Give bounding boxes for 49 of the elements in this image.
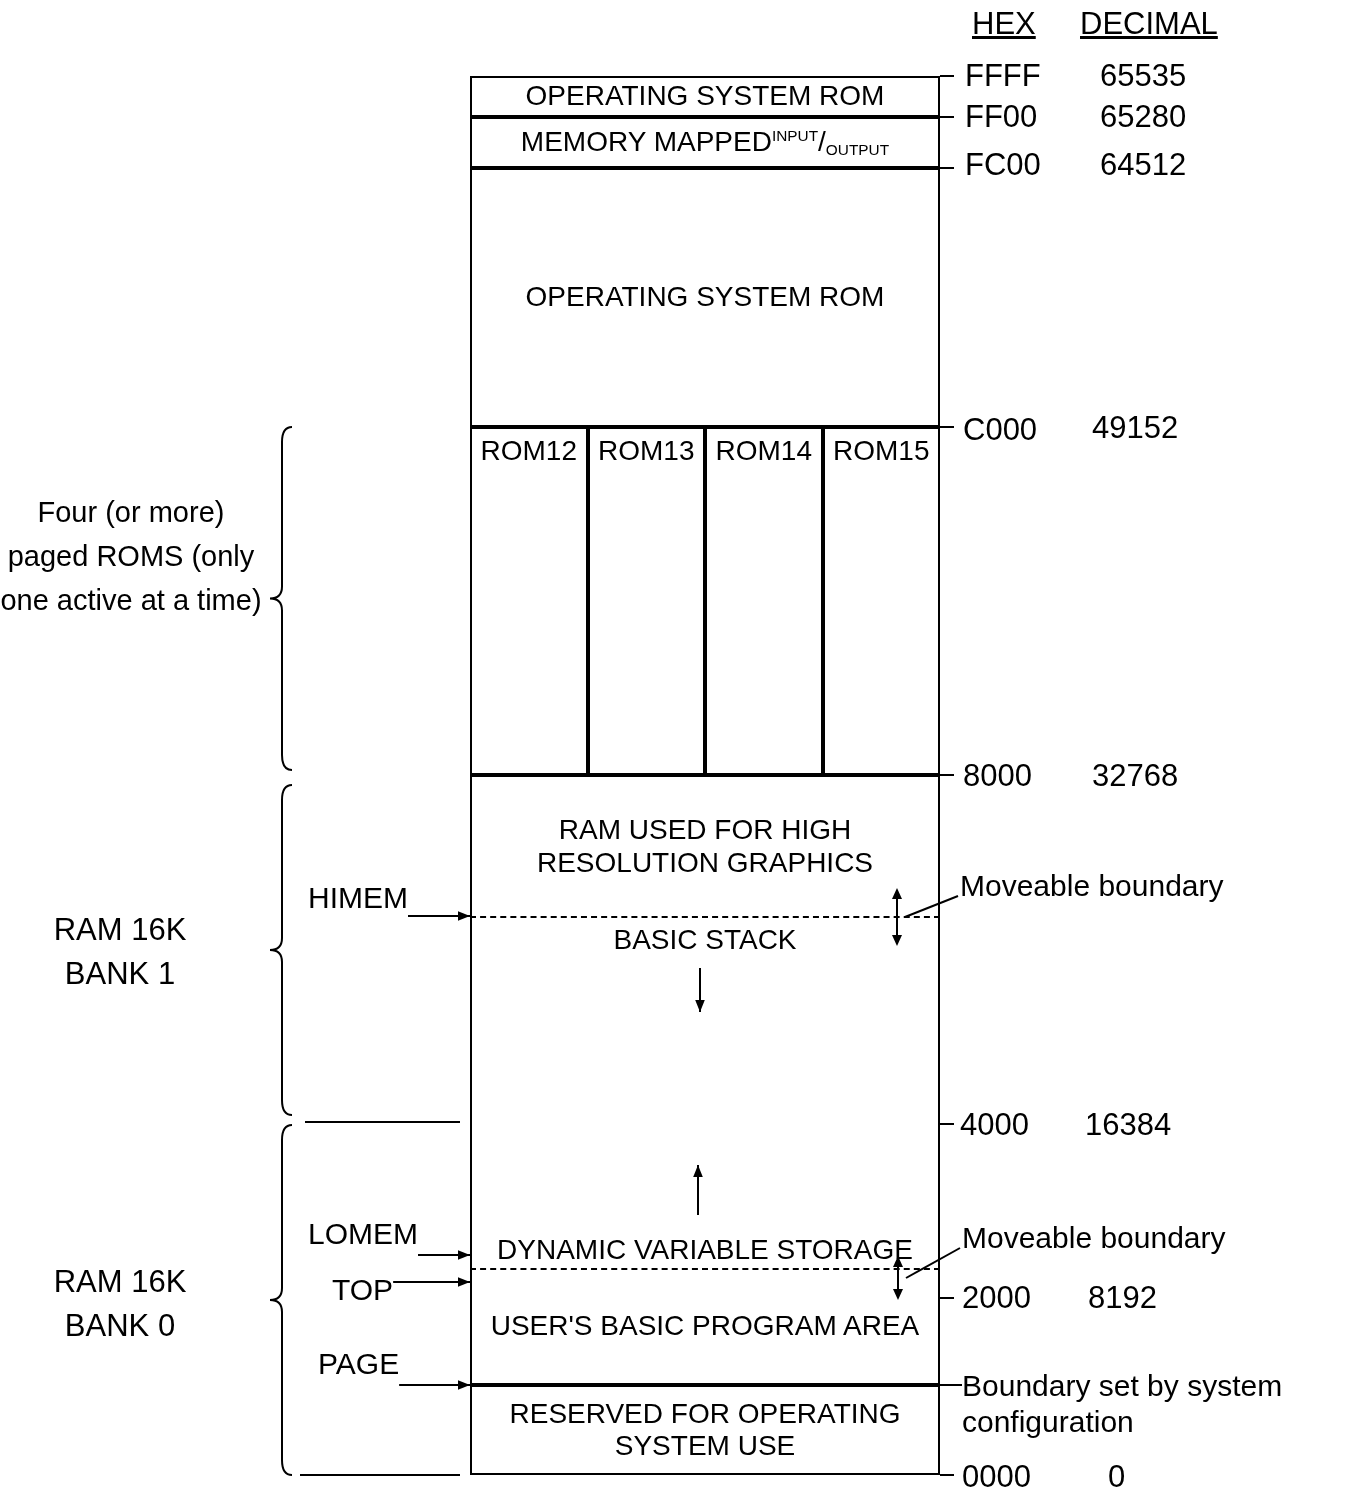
address-value: FF00 [965, 99, 1038, 135]
memory-region: USER'S BASIC PROGRAM AREA [470, 1270, 940, 1385]
column-header: HEX [972, 6, 1036, 42]
pointer-arrow [392, 1277, 471, 1287]
boundary-note: Moveable boundary [960, 868, 1224, 904]
leader-line [905, 1247, 961, 1279]
pointer-arrow [398, 1380, 471, 1390]
pointer-label: HIMEM [308, 880, 408, 916]
memory-region: OPERATING SYSTEM ROM [470, 168, 940, 427]
pointer-label: LOMEM [308, 1216, 418, 1252]
pointer-label: TOP [332, 1272, 394, 1308]
address-value: 16384 [1085, 1107, 1172, 1143]
bracket-label: RAM 16K BANK 0 [52, 1263, 188, 1345]
address-value: 32768 [1092, 758, 1179, 794]
memory-region: RAM USED FOR HIGH RESOLUTION GRAPHICS [470, 775, 940, 916]
pointer-label: PAGE [318, 1346, 400, 1382]
memory-region: OPERATING SYSTEM ROM [470, 76, 940, 117]
address-value: FC00 [965, 147, 1041, 183]
memory-region: ROM12 [470, 427, 588, 775]
boundary-note: Moveable boundary [962, 1220, 1226, 1256]
address-value: 8192 [1088, 1280, 1157, 1316]
boundary-note: Boundary set by system configuration [962, 1368, 1352, 1440]
address-value: 64512 [1100, 147, 1187, 183]
address-value: 4000 [960, 1107, 1029, 1143]
pointer-arrow [417, 1250, 471, 1260]
address-value: FFFF [965, 58, 1041, 94]
memory-region [470, 916, 940, 1270]
address-value: 2000 [962, 1280, 1031, 1316]
memory-region: ROM13 [587, 427, 705, 775]
memory-region: RESERVED FOR OPERATING SYSTEM USE [470, 1385, 940, 1475]
address-value: 65535 [1100, 58, 1187, 94]
memory-region: ROM14 [705, 427, 823, 775]
address-value: 0000 [962, 1459, 1031, 1495]
leader-line [939, 1384, 963, 1386]
address-value: 8000 [963, 758, 1032, 794]
address-value: 65280 [1100, 99, 1187, 135]
address-value: C000 [963, 412, 1038, 448]
region-label: BASIC STACK [612, 924, 798, 957]
double-headed-arrow [890, 888, 904, 946]
leader-line [904, 895, 959, 918]
pointer-arrow [407, 911, 471, 921]
column-header: DECIMAL [1080, 6, 1218, 42]
memory-region: MEMORY MAPPED$^{INPUT}$/$_{OUTPUT}$ [470, 117, 940, 168]
region-label: DYNAMIC VARIABLE STORAGE [496, 1233, 914, 1266]
bracket-label: RAM 16K BANK 1 [52, 911, 188, 993]
memory-region: ROM15 [822, 427, 940, 775]
bracket-label: Four (or more) paged ROMS (only one active at a time) [0, 495, 262, 618]
address-value: 49152 [1092, 410, 1179, 446]
address-value: 0 [1108, 1459, 1126, 1495]
